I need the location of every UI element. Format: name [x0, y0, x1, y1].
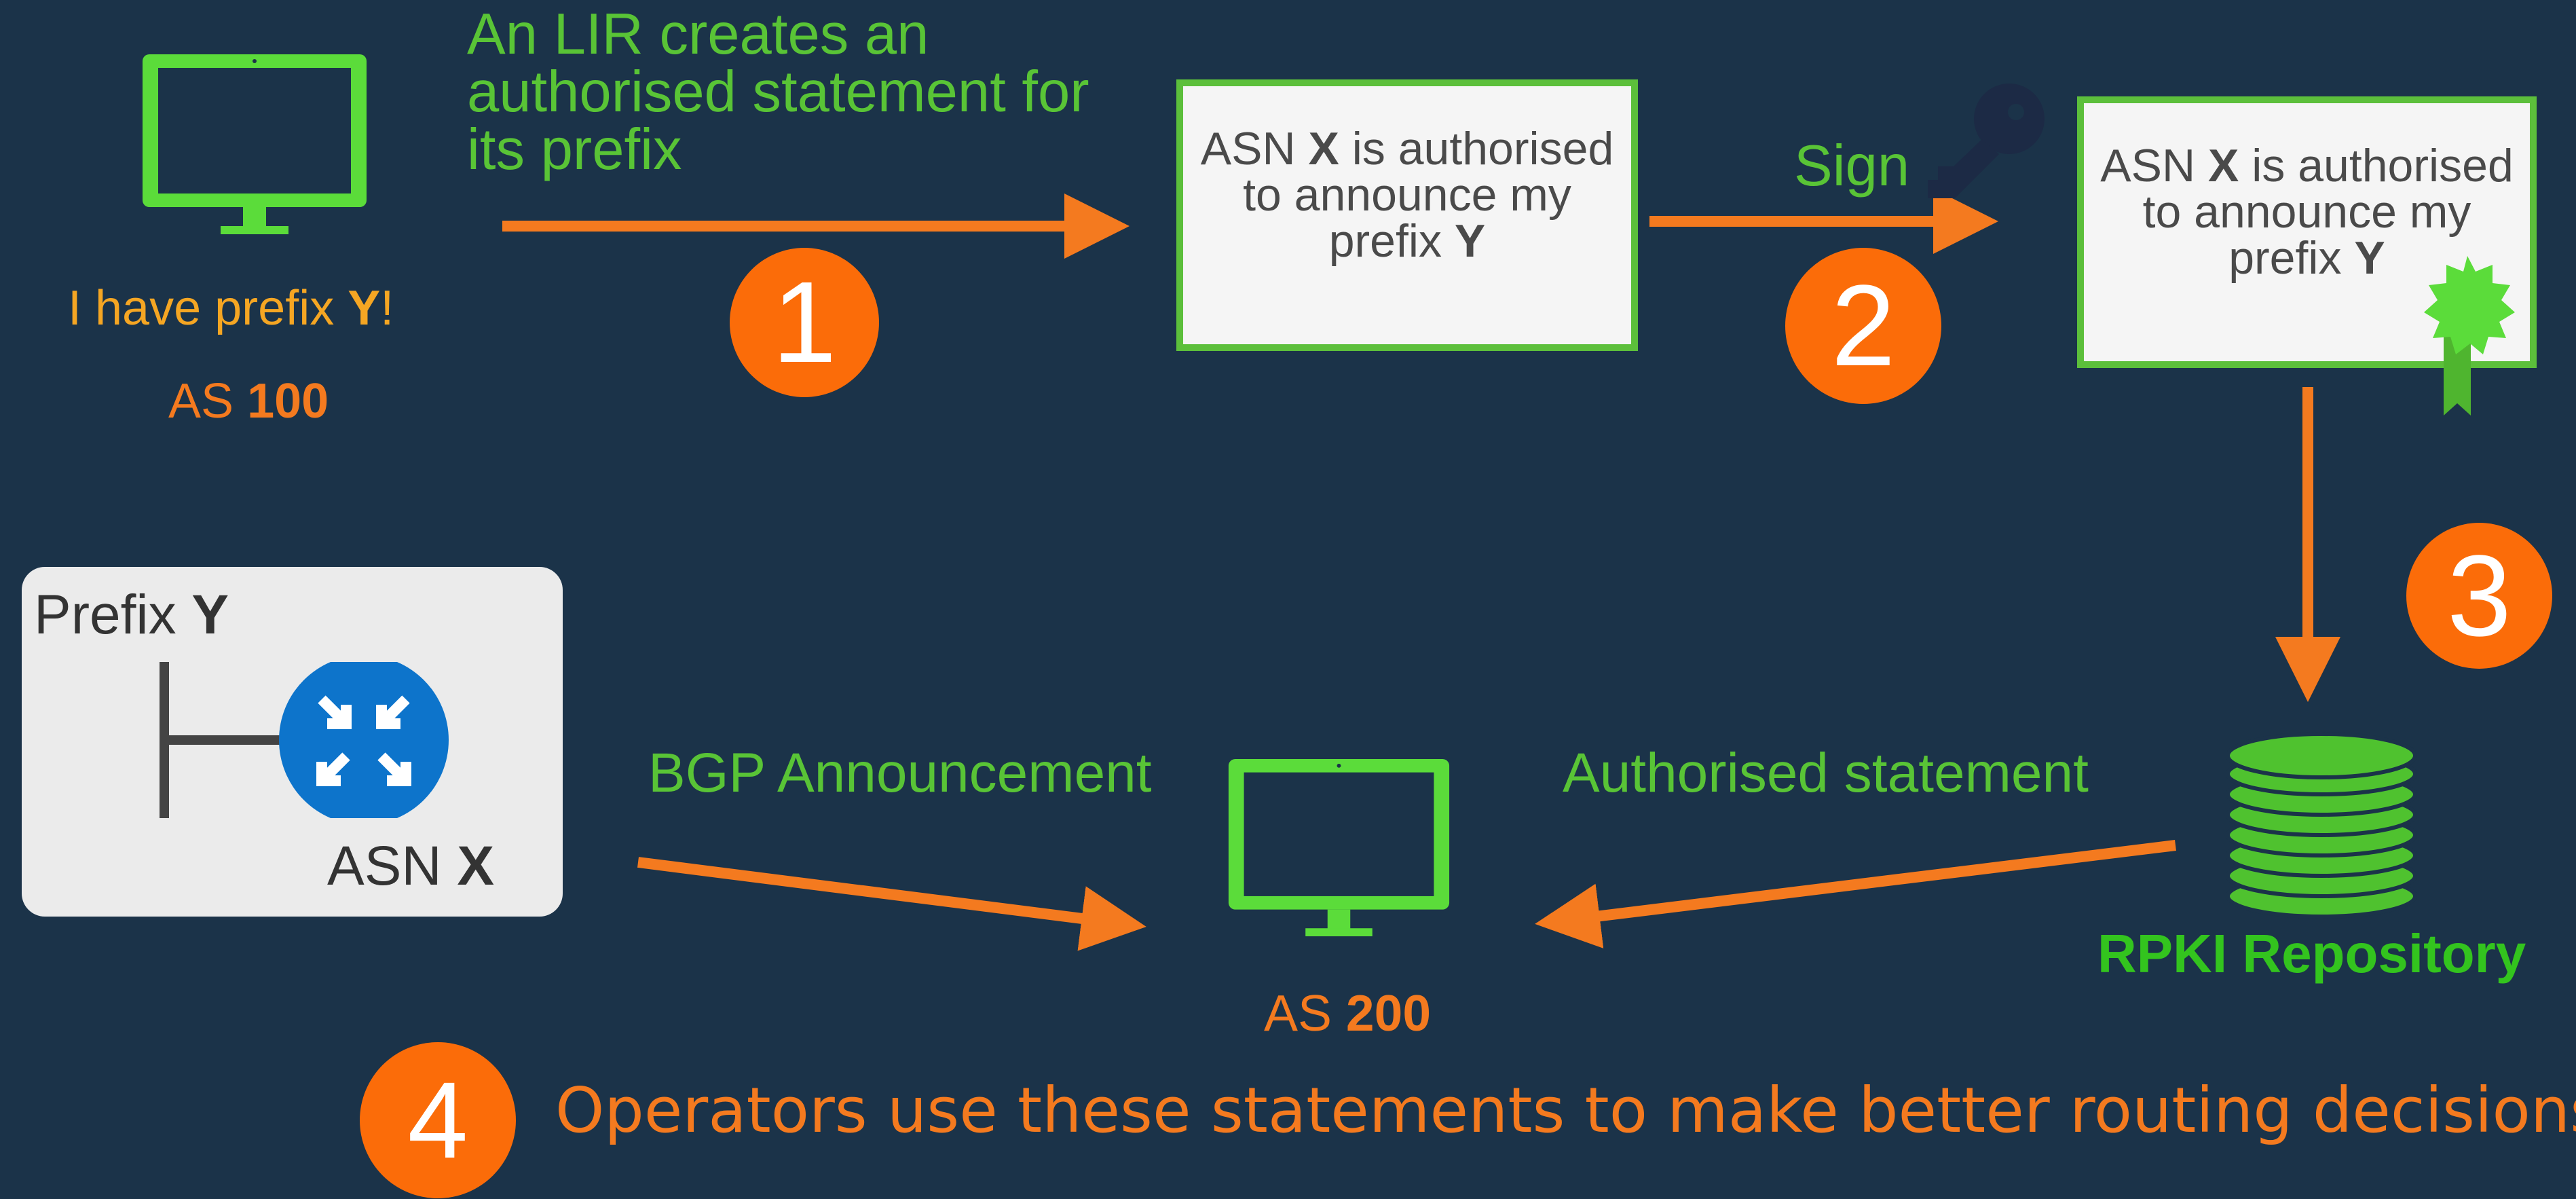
as-200-label: AS 200 — [1264, 984, 1432, 1041]
statement-line-3: prefix Y — [1328, 215, 1486, 267]
signed-line-3: prefix Y — [2228, 232, 2385, 284]
statement-line-2: to announce my — [1243, 169, 1571, 221]
prefix-claim: I have prefix Y! — [68, 281, 394, 335]
step4-caption: Operators use these statements to make b… — [555, 1074, 2576, 1147]
step-2-badge: 2 — [1785, 248, 1941, 404]
router-asn-label: ASN X — [327, 835, 495, 897]
router-prefix-label: Prefix Y — [34, 584, 229, 646]
monitor-icon-center — [1228, 758, 1450, 937]
step1-caption: An LIR creates an authorised statement f… — [467, 5, 1089, 179]
router-box: Prefix Y ASN X — [22, 567, 563, 917]
repository-label: RPKI Repository — [2097, 923, 2526, 984]
database-icon — [2226, 732, 2417, 919]
router-icon — [160, 662, 449, 818]
monitor-icon — [143, 54, 367, 234]
step-4-badge: 4 — [360, 1042, 516, 1198]
authorised-statement-label: Authorised statement — [1563, 742, 2089, 804]
arrow-authorised — [1535, 840, 2176, 948]
step1-caption-line: its prefix — [467, 117, 682, 182]
statement-line-1: ASN X is authorised — [1200, 123, 1614, 174]
arrow-bgp — [637, 857, 1146, 951]
as-100-label: AS 100 — [168, 374, 329, 428]
step-3-badge: 3 — [2406, 523, 2552, 669]
step1-caption-line: authorised statement for — [467, 60, 1089, 124]
key-icon — [1928, 84, 2045, 198]
signed-line-2: to announce my — [2142, 186, 2471, 238]
statement-card: ASN X is authorised to announce my prefi… — [1176, 79, 1638, 351]
bgp-announcement-label: BGP Announcement — [648, 742, 1152, 804]
step1-caption-line: An LIR creates an — [467, 2, 929, 67]
step-1-badge: 1 — [730, 248, 879, 397]
signed-line-1: ASN X is authorised — [2100, 140, 2514, 191]
sign-label: Sign — [1794, 134, 1910, 198]
certificate-seal-icon — [2424, 256, 2515, 416]
